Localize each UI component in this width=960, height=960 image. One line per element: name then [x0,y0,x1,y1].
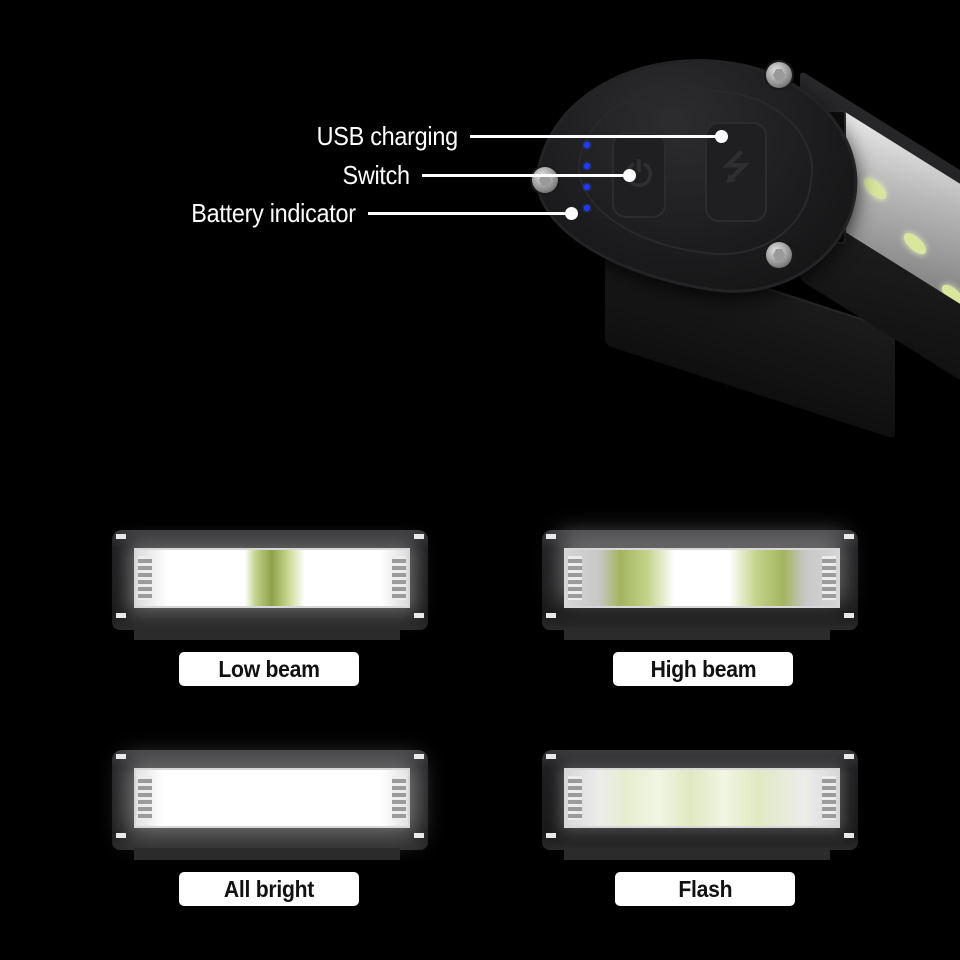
leader-line [368,212,568,215]
lamp-fins [392,556,406,600]
lamp-corner [414,833,424,838]
lamp-corner [116,754,126,759]
mode-label-text: High beam [650,655,756,682]
lamp-fins [822,556,836,600]
lamp-corner [116,833,126,838]
mode-label: All bright [179,872,359,906]
lamp-window [564,768,840,828]
leader-dot [565,207,578,220]
mode-high-beam: High beam [530,520,870,700]
mode-label-text: All bright [223,875,315,902]
callout-label: Battery indicator [191,198,357,228]
lamp-fins [568,556,582,600]
mode-flash: Flash [530,740,870,920]
leader-dot [715,130,728,143]
lamp-body [542,530,858,630]
battery-indicator-dot-3 [584,184,590,190]
lamp-foot [134,848,400,860]
screw-icon [766,62,792,88]
mode-low-beam: Low beam [100,520,440,700]
lamp-body [112,750,428,850]
lamp-fins [138,776,152,820]
lamp-corner [414,613,424,618]
callout-label: Switch [342,160,411,190]
screw-icon [532,167,558,193]
screw-icon [766,242,792,268]
usb-icon: ⭍ [721,148,751,187]
mode-label: High beam [613,652,793,686]
lamp-foot [564,848,830,860]
lamp-body [112,530,428,630]
mode-label: Low beam [179,652,359,686]
led-icon [904,228,926,259]
mode-label-text: Low beam [218,655,320,682]
lamp-corner [116,613,126,618]
lamp-corner [546,534,556,539]
callout-label: USB charging [316,121,458,151]
leader-dot [623,169,636,182]
lamp-corner [546,613,556,618]
mode-label-text: Flash [678,875,732,902]
lamp-foot [134,628,400,640]
lamp-corner [844,833,854,838]
callout-usb-charging: USB charging [301,121,728,152]
mode-label: Flash [615,872,795,906]
leader-line [422,174,626,177]
lamp-fins [138,556,152,600]
lamp-fins [392,776,406,820]
lamp-corner [414,754,424,759]
lamp-window [134,768,410,828]
lamp-corner [414,534,424,539]
lamp-window [134,548,410,608]
lamp-corner [546,754,556,759]
callout-battery-indicator: Battery indicator [173,198,578,229]
headlight-product-render: ⏻ ⭍ [523,36,960,440]
lamp-fins [822,776,836,820]
lamp-fins [568,776,582,820]
mode-all-bright: All bright [100,740,440,920]
battery-indicator-dot-1 [584,142,590,148]
battery-indicator-dot-4 [584,205,590,211]
lamp-body [542,750,858,850]
lamp-corner [844,613,854,618]
lamp-corner [844,754,854,759]
lamp-corner [116,534,126,539]
leader-line [470,135,718,138]
callout-switch: Switch [335,160,636,191]
lamp-window [564,548,840,608]
battery-indicator-dot-2 [584,163,590,169]
led-icon [864,173,886,204]
lamp-corner [844,534,854,539]
lamp-corner [546,833,556,838]
lamp-foot [564,628,830,640]
